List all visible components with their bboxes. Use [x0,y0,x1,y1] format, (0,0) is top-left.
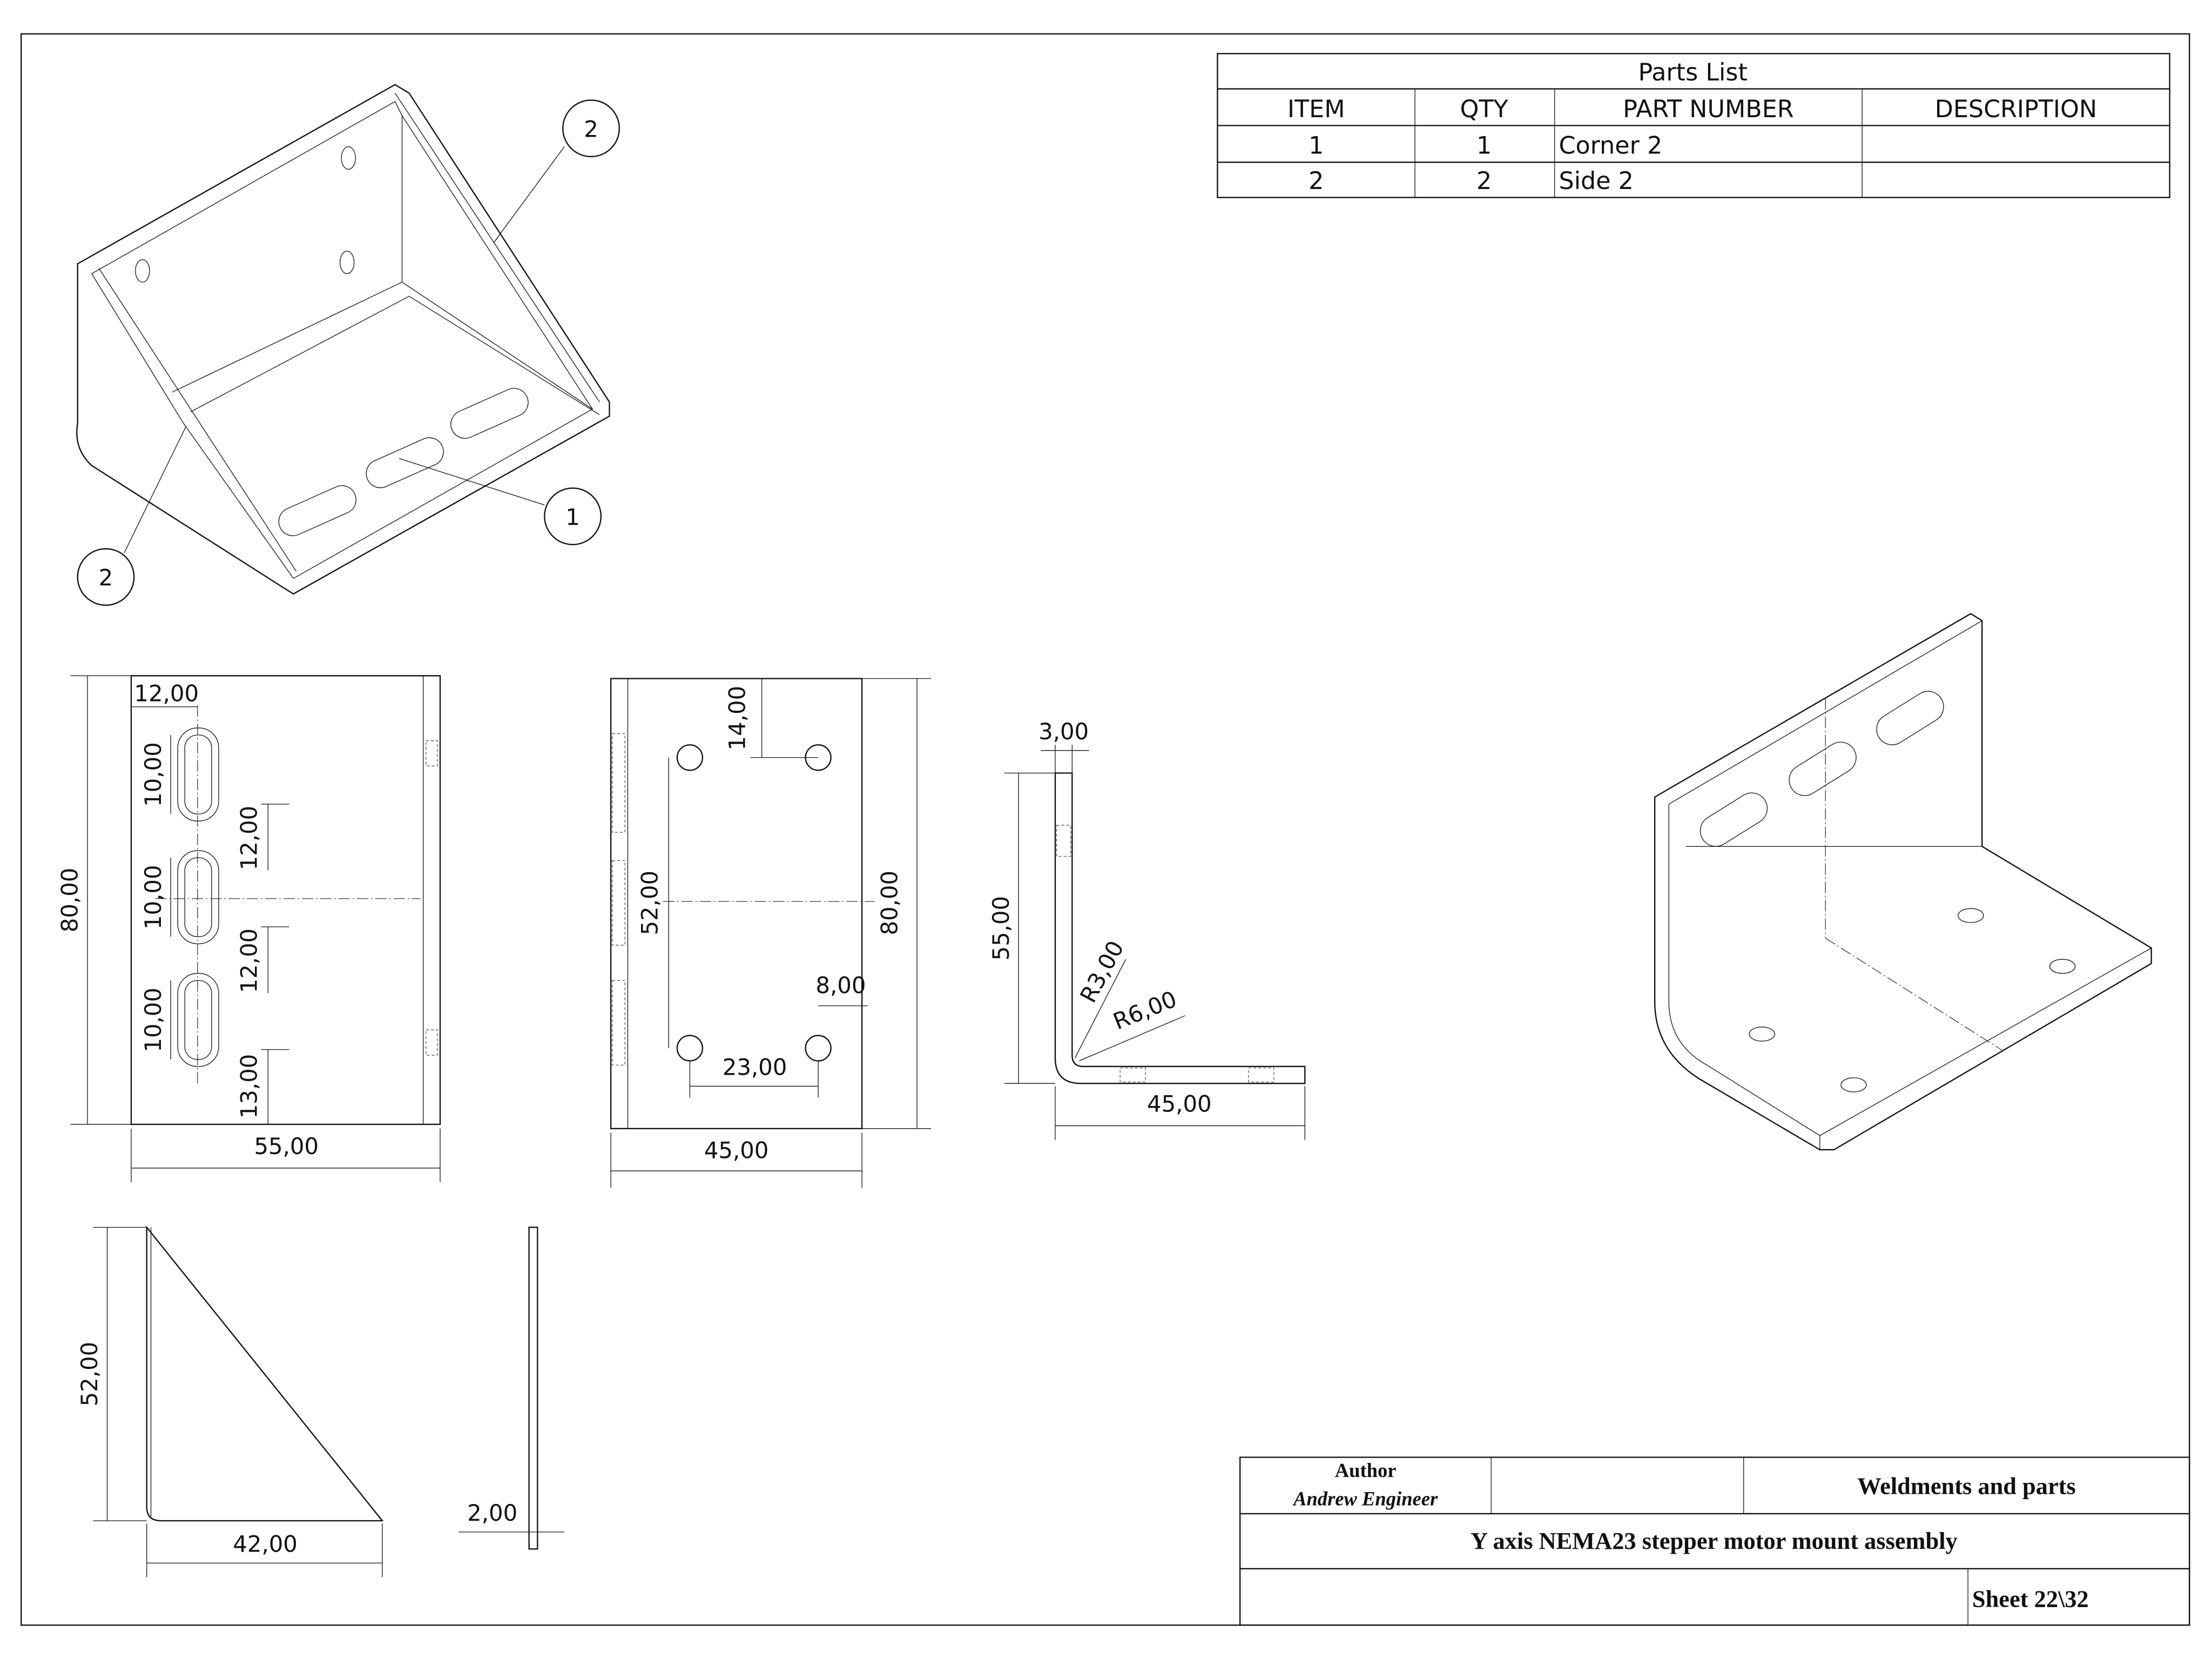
author-label: Author [1335,1459,1397,1481]
parts-list-title: Parts List [1638,59,1747,86]
dim-side-width: 55,00 [254,1133,319,1159]
gusset-view: 52,00 42,00 2,00 [76,1225,564,1577]
front-plate-view: 14,00 52,00 23,00 8,00 80,00 45,00 [610,678,932,1188]
dim-front-width: 45,00 [704,1137,769,1164]
dim-front-vertical: 52,00 [636,871,663,935]
header-part-number: PART NUMBER [1623,96,1793,123]
balloon [562,99,620,158]
header-description: DESCRIPTION [1935,96,2097,123]
row-item: 2 [1309,167,1324,195]
dim-side-height: 80,00 [57,868,83,933]
balloon-label: 1 [565,504,580,530]
dim-gusset-base: 42,00 [233,1530,298,1557]
balloon-label: 2 [99,564,113,591]
balloon [544,487,602,545]
dim-slot-offset: 12,00 [134,680,199,706]
row-part-number: Corner 2 [1559,132,1663,160]
dim-profile-length: 45,00 [1147,1090,1212,1117]
dim-profile-r-outer: R6,00 [1109,986,1181,1035]
header-qty: QTY [1460,96,1508,123]
dim-profile-thickness: 3,00 [1038,718,1089,745]
side-plate-view: 80,00 55,00 12,00 10,00 10,00 10,00 12,0… [57,675,441,1183]
balloon-label: 2 [584,116,598,142]
dim-profile-r-inner: R3,00 [1075,936,1129,1007]
dim-slot3: 10,00 [140,988,166,1053]
author-name: Andrew Engineer [1292,1487,1438,1509]
dim-profile-height: 55,00 [988,896,1014,961]
isometric-assembly-view: 2 1 2 [76,84,620,606]
balloon [77,548,135,606]
row-qty: 2 [1476,167,1492,195]
row-part-number: Side 2 [1559,167,1634,195]
dim-pitch1: 12,00 [235,806,262,871]
dim-bottom: 13,00 [235,1054,262,1119]
dim-slot2: 10,00 [140,865,166,930]
isometric-bracket-view [1654,612,2152,1151]
sheet-number: Sheet 22\32 [1972,1585,2089,1612]
category-label: Weldments and parts [1857,1472,2076,1499]
row-item: 1 [1309,132,1324,160]
drawing-title: Y axis NEMA23 stepper motor mount assemb… [1471,1527,1958,1554]
dim-front-horizontal: 23,00 [723,1054,787,1081]
dim-front-height: 80,00 [876,871,902,935]
dim-slot1: 10,00 [140,742,166,807]
header-item: ITEM [1287,96,1345,123]
row-qty: 1 [1476,132,1492,160]
dim-front-edge: 8,00 [815,972,866,999]
profile-view: 3,00 55,00 R3,00 R6,00 45,00 [988,718,1306,1140]
sheet-border [21,33,2190,1626]
dim-gusset-thickness: 2,00 [467,1500,517,1526]
parts-list-table: Parts List ITEM QTY PART NUMBER DESCRIPT… [1217,53,2170,198]
dim-pitch2: 12,00 [235,928,262,993]
title-block: Author Andrew Engineer Weldments and par… [1239,1456,2190,1626]
dim-gusset-height: 52,00 [76,1342,103,1407]
dim-front-top: 14,00 [724,686,750,751]
